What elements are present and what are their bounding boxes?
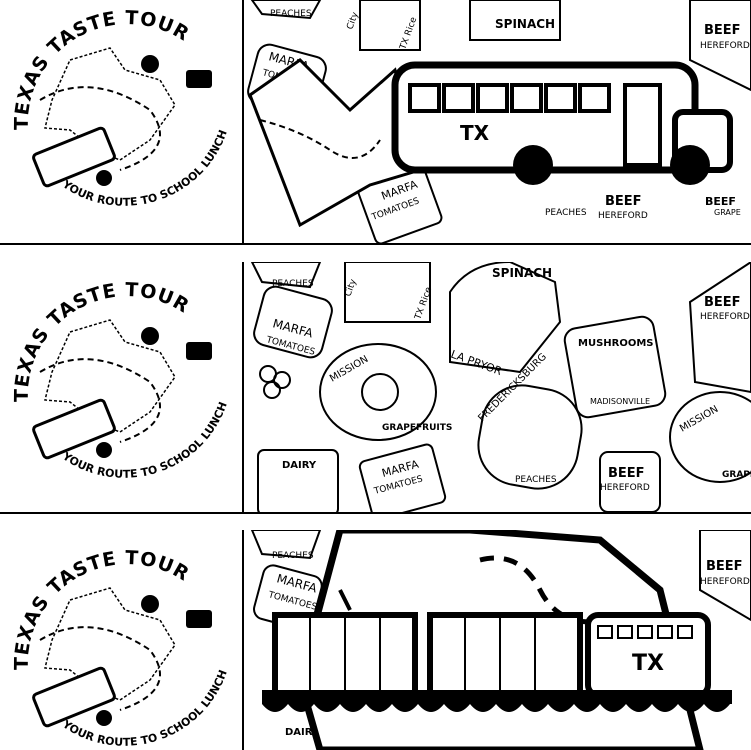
grape-label: GRAPE bbox=[722, 470, 751, 480]
peaches-badge bbox=[250, 0, 322, 20]
school-bus-illustration: TX bbox=[391, 61, 733, 185]
peaches-label: PEACHES bbox=[270, 9, 312, 19]
beef-badge bbox=[689, 0, 751, 92]
mission-label: MISSION bbox=[328, 354, 370, 385]
dairy-label: DAIRY bbox=[285, 727, 320, 738]
map-pin-icon bbox=[141, 327, 159, 345]
madisonville-label: MADISONVILLE bbox=[590, 397, 650, 406]
rice-badge bbox=[344, 262, 431, 323]
tractor-icon bbox=[186, 70, 212, 88]
beef-label: BEEF bbox=[605, 194, 642, 209]
train-illustration: TX bbox=[262, 612, 732, 712]
peaches-label: PEACHES bbox=[272, 279, 314, 289]
tx-rice-label: TX Rice bbox=[398, 15, 419, 52]
logo-title: TEXAS TASTE TOUR bbox=[11, 7, 194, 130]
bus-icon bbox=[32, 666, 116, 728]
peaches-label: PEACHES bbox=[545, 208, 587, 218]
mission-label: MISSION bbox=[678, 404, 720, 435]
beef-label: BEEF bbox=[608, 466, 645, 481]
texas-map-icon bbox=[44, 319, 176, 433]
texas-map-icon bbox=[44, 587, 176, 701]
grapefruit-badge bbox=[669, 391, 751, 483]
map-pin-icon bbox=[96, 442, 112, 458]
mushrooms-badge bbox=[563, 315, 667, 419]
bus-icon bbox=[32, 398, 116, 460]
rice-badge bbox=[359, 0, 421, 51]
beef-badge bbox=[599, 451, 661, 512]
panel-train: TEXAS TASTE TOUR YOUR ROUTE TO SCHOOL LU… bbox=[0, 530, 751, 750]
grapefruits-label: GRAPEFRUITS bbox=[382, 423, 452, 433]
tomatoes-label: TOMATOES bbox=[372, 474, 424, 497]
hereford-label: HEREFORD bbox=[598, 211, 648, 221]
tractor-icon bbox=[186, 342, 212, 360]
spinach-label: SPINACH bbox=[492, 266, 552, 280]
map-pin-icon bbox=[96, 170, 112, 186]
dairy-label: DAIRY bbox=[282, 460, 317, 471]
city-label: City bbox=[345, 10, 361, 31]
beef-badge bbox=[688, 262, 751, 394]
beef-label: BEEF bbox=[704, 23, 741, 38]
peaches-label: PEACHES bbox=[515, 475, 557, 485]
grape-label: GRAPE bbox=[714, 208, 741, 217]
map-pin-icon bbox=[141, 595, 159, 613]
logo-emblem: TEXAS TASTE TOUR YOUR ROUTE TO SCHOOL LU… bbox=[11, 547, 230, 749]
texas-map-icon bbox=[44, 47, 176, 161]
dairy-badge bbox=[257, 449, 339, 512]
spinach-label: SPINACH bbox=[495, 17, 555, 31]
divider bbox=[0, 243, 751, 245]
hereford-label: HEREFORD bbox=[700, 41, 750, 51]
beef-label: BEEF bbox=[706, 559, 743, 574]
logo-title: TEXAS TASTE TOUR bbox=[11, 279, 194, 402]
marfa-badge bbox=[253, 285, 333, 359]
train-tx-label: TX bbox=[632, 651, 664, 676]
mushrooms-label: MUSHROOMS bbox=[578, 338, 654, 349]
divider bbox=[0, 512, 751, 514]
logo-emblem: TEXAS TASTE TOUR YOUR ROUTE TO SCHOOL LU… bbox=[11, 7, 230, 209]
beef-label: BEEF bbox=[704, 295, 741, 310]
grapefruit-badge bbox=[319, 343, 437, 441]
panel-pattern: TEXAS TASTE TOUR YOUR ROUTE TO SCHOOL LU… bbox=[0, 262, 751, 512]
panel-pattern-art: TEXAS TASTE TOUR YOUR ROUTE TO SCHOOL LU… bbox=[11, 262, 751, 512]
peaches-label: PEACHES bbox=[272, 551, 314, 561]
beef-badge bbox=[699, 530, 751, 622]
beef-label: BEEF bbox=[705, 195, 736, 208]
hereford-label: HEREFORD bbox=[700, 577, 750, 587]
spinach-badge bbox=[449, 262, 562, 374]
logo-emblem: TEXAS TASTE TOUR YOUR ROUTE TO SCHOOL LU… bbox=[11, 279, 230, 481]
tractor-icon bbox=[186, 610, 212, 628]
bus-icon bbox=[32, 126, 116, 188]
hereford-label: HEREFORD bbox=[600, 483, 650, 493]
panel-train-art: TEXAS TASTE TOUR YOUR ROUTE TO SCHOOL LU… bbox=[11, 530, 751, 750]
map-pin-icon bbox=[141, 55, 159, 73]
tomatoes-label: TOMATOES bbox=[370, 196, 421, 223]
peaches-badge bbox=[477, 384, 583, 490]
map-pin-icon bbox=[96, 710, 112, 726]
hereford-label: HEREFORD bbox=[700, 312, 750, 322]
tx-rice-label: TX Rice bbox=[413, 285, 434, 322]
peaches-badge bbox=[250, 530, 322, 560]
peaches-badge bbox=[250, 262, 322, 289]
logo-title: TEXAS TASTE TOUR bbox=[11, 547, 194, 670]
marfa-badge bbox=[358, 443, 447, 512]
panel-bus: TEXAS TASTE TOUR YOUR ROUTE TO SCHOOL LU… bbox=[0, 0, 751, 243]
food-badges: PEACHES City TX Rice SPINACH LA PRYOR BE… bbox=[250, 262, 751, 512]
spinach-badge bbox=[469, 0, 561, 41]
panel-bus-art: TEXAS TASTE TOUR YOUR ROUTE TO SCHOOL LU… bbox=[11, 0, 751, 243]
bus-tx-label: TX bbox=[460, 121, 490, 145]
